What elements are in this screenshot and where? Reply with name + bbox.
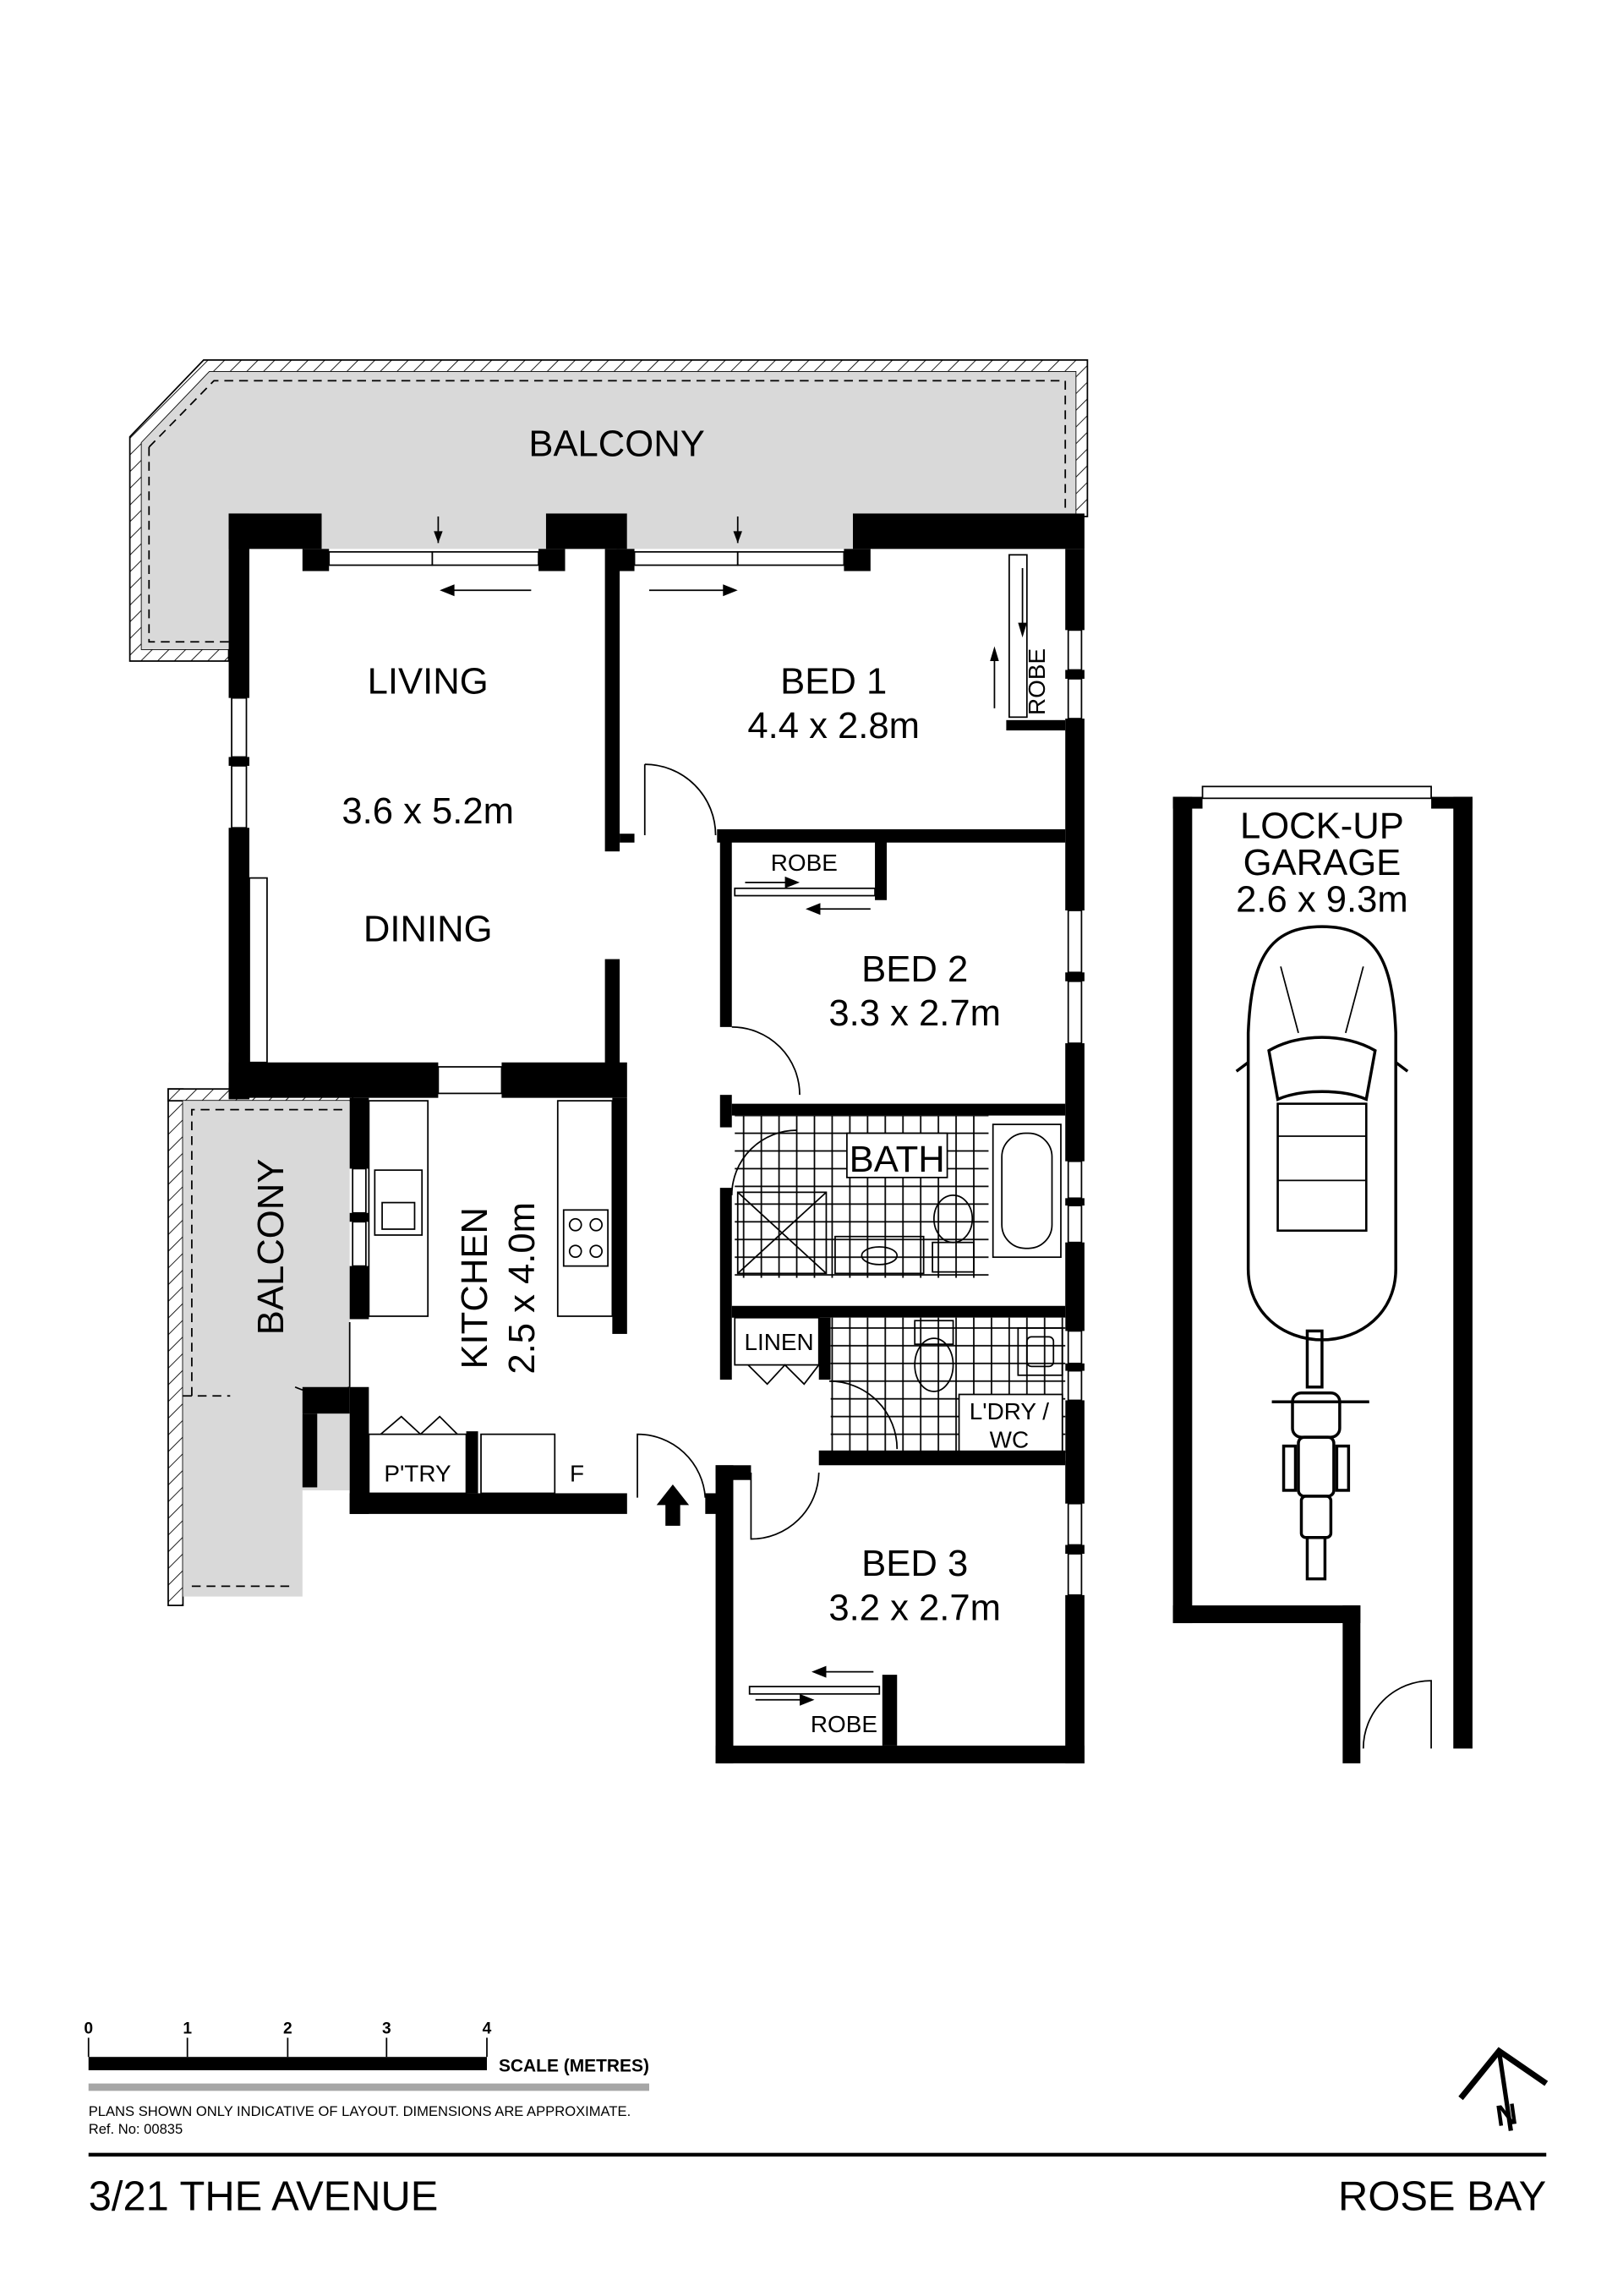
north-label: N (1494, 2097, 1519, 2133)
room-labels: LIVING 3.6 x 5.2m DINING BED 1 4.4 x 2.8… (342, 661, 1001, 1628)
dining-label: DINING (363, 910, 493, 950)
bed2-robe-label: ROBE (771, 850, 838, 876)
suburb: ROSE BAY (1338, 2174, 1546, 2220)
scale-label: SCALE (METRES) (499, 2057, 649, 2076)
scale-bar: 0 1 2 3 4 SCALE (METRES) (84, 2020, 649, 2091)
garage-label-2: GARAGE (1243, 843, 1402, 883)
balcony-side: BALCONY (167, 1088, 354, 1606)
scale-tick: 4 (483, 2020, 492, 2037)
scale-tick: 2 (283, 2020, 292, 2037)
scale-tick: 3 (382, 2020, 391, 2037)
motorbike-icon (1271, 1329, 1369, 1581)
garage-label-1: LOCK-UP (1240, 806, 1404, 846)
entry-arrow-icon (656, 1484, 690, 1526)
garage: LOCK-UP GARAGE 2.6 x 9.3m (1172, 785, 1473, 1763)
ref-number: Ref. No: 00835 (89, 2121, 183, 2137)
balcony-top: BALCONY (128, 359, 1089, 662)
kitchen-dims: 2.5 x 4.0m (502, 1202, 543, 1375)
north-arrow-icon: N (1458, 2047, 1549, 2133)
walls: ROBE ROBE BATH LINEN (228, 513, 1085, 1763)
scale-tick: 0 (84, 2020, 93, 2037)
balcony-side-label: BALCONY (251, 1159, 292, 1336)
fridge-label: F (570, 1460, 584, 1486)
bed1-dims: 4.4 x 2.8m (747, 706, 920, 746)
garage-dims: 2.6 x 9.3m (1236, 880, 1408, 921)
bed1-robe-label: ROBE (1024, 648, 1050, 715)
pantry-label: P'TRY (384, 1460, 451, 1486)
footer-divider (88, 2152, 1547, 2157)
living-dims: 3.6 x 5.2m (342, 791, 514, 832)
bed1-label: BED 1 (780, 661, 887, 702)
car-icon (1235, 925, 1409, 1342)
bed3-robe-label: ROBE (811, 1711, 877, 1737)
bed2-label: BED 2 (861, 949, 968, 990)
bed2-dims: 3.3 x 2.7m (828, 993, 1001, 1034)
address: 3/21 THE AVENUE (89, 2174, 439, 2220)
disclaimer: PLANS SHOWN ONLY INDICATIVE OF LAYOUT. D… (89, 2103, 631, 2119)
balcony-top-label: BALCONY (528, 424, 705, 464)
laundry-label-1: L'DRY / (970, 1398, 1050, 1424)
bed3-dims: 3.2 x 2.7m (828, 1588, 1001, 1629)
linen-label: LINEN (744, 1329, 813, 1355)
bed3-label: BED 3 (861, 1544, 968, 1584)
kitchen-label: KITCHEN (455, 1207, 495, 1369)
living-label: LIVING (368, 661, 489, 702)
bath-label: BATH (850, 1140, 945, 1180)
scale-tick: 1 (183, 2020, 192, 2037)
laundry-label-2: WC (990, 1426, 1030, 1452)
